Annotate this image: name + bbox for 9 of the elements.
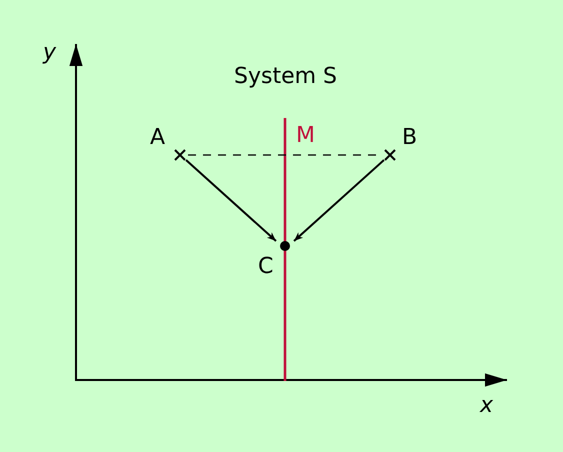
- point-label: C: [258, 256, 274, 278]
- arrow: [185, 159, 277, 242]
- axis-label: x: [480, 395, 494, 417]
- point-label: A: [150, 127, 166, 149]
- point-label: B: [402, 127, 418, 149]
- axis-label: y: [43, 42, 56, 64]
- arrow: [293, 159, 385, 242]
- line-label: M: [296, 125, 315, 147]
- diagram-title: System S: [234, 66, 337, 88]
